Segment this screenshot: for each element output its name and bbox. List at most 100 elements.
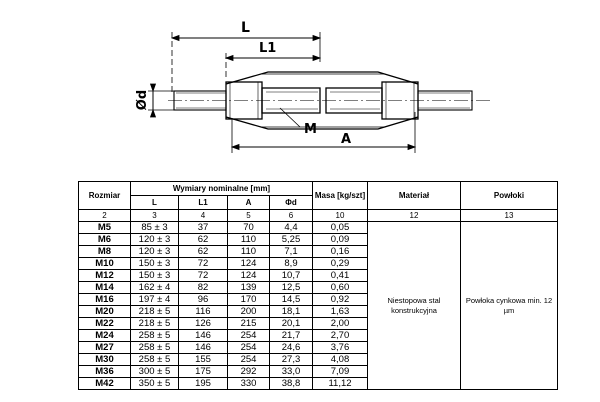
column-number: 12 — [367, 209, 461, 222]
value-cell: 70 — [227, 221, 270, 234]
value-cell: 292 — [227, 365, 270, 378]
spec-table: Rozmiar Wymiary nominalne [mm] Masa [kg/… — [78, 181, 558, 390]
header-d: Φd — [269, 195, 313, 210]
value-cell: 139 — [227, 281, 270, 294]
value-cell: 21,7 — [269, 329, 313, 342]
dimension-diameter — [148, 83, 176, 118]
header-l: L — [130, 195, 179, 210]
value-cell: 4,08 — [312, 353, 368, 366]
label-diameter: Ød — [135, 90, 150, 110]
value-cell: 254 — [227, 341, 270, 354]
value-cell: 0,05 — [312, 221, 368, 234]
value-cell: 254 — [227, 353, 270, 366]
value-cell: 82 — [178, 281, 228, 294]
value-cell: 162 ± 4 — [130, 281, 179, 294]
value-cell: 5,25 — [269, 233, 313, 246]
value-cell: 8,9 — [269, 257, 313, 270]
size-cell: M24 — [78, 329, 131, 342]
size-cell: M6 — [78, 233, 131, 246]
value-cell: 170 — [227, 293, 270, 306]
column-number: 4 — [178, 209, 228, 222]
value-cell: 116 — [178, 305, 228, 318]
value-cell: 258 ± 5 — [130, 341, 179, 354]
value-cell: 62 — [178, 233, 228, 246]
value-cell: 258 ± 5 — [130, 329, 179, 342]
size-cell: M16 — [78, 293, 131, 306]
value-cell: 0,41 — [312, 269, 368, 282]
label-l: L — [241, 20, 250, 36]
value-cell: 215 — [227, 317, 270, 330]
value-cell: 0,09 — [312, 233, 368, 246]
value-cell: 72 — [178, 257, 228, 270]
value-cell: 10,7 — [269, 269, 313, 282]
value-cell: 197 ± 4 — [130, 293, 179, 306]
header-l1: L1 — [178, 195, 228, 210]
value-cell: 300 ± 5 — [130, 365, 179, 378]
coating-cell: Powłoka cynkowa min. 12 µm — [460, 221, 558, 390]
value-cell: 155 — [178, 353, 228, 366]
dimension-l — [170, 32, 322, 93]
size-cell: M42 — [78, 377, 131, 390]
column-number: 3 — [130, 209, 179, 222]
value-cell: 85 ± 3 — [130, 221, 179, 234]
value-cell: 12,5 — [269, 281, 313, 294]
value-cell: 33,0 — [269, 365, 313, 378]
material-cell: Niestopowa stal konstrukcyjna — [367, 221, 461, 390]
column-number: 10 — [312, 209, 368, 222]
turnbuckle-body — [225, 71, 419, 130]
value-cell: 0,60 — [312, 281, 368, 294]
value-cell: 7,09 — [312, 365, 368, 378]
dimension-a — [230, 112, 417, 153]
header-wymiary: Wymiary nominalne [mm] — [130, 181, 313, 196]
value-cell: 120 ± 3 — [130, 245, 179, 258]
value-cell: 27,3 — [269, 353, 313, 366]
value-cell: 0,16 — [312, 245, 368, 258]
size-cell: M27 — [78, 341, 131, 354]
size-cell: M36 — [78, 365, 131, 378]
value-cell: 200 — [227, 305, 270, 318]
value-cell: 4,4 — [269, 221, 313, 234]
value-cell: 2,70 — [312, 329, 368, 342]
header-material: Materiał — [367, 181, 461, 210]
column-number-row: 2 3 4 5 6 10 12 13 — [78, 209, 558, 222]
column-number: 13 — [460, 209, 558, 222]
size-cell: M20 — [78, 305, 131, 318]
column-number: 2 — [78, 209, 131, 222]
value-cell: 38,8 — [269, 377, 313, 390]
value-cell: 0,92 — [312, 293, 368, 306]
value-cell: 0,29 — [312, 257, 368, 270]
label-m: M — [304, 122, 317, 137]
value-cell: 3,76 — [312, 341, 368, 354]
value-cell: 124 — [227, 257, 270, 270]
value-cell: 11,12 — [312, 377, 368, 390]
size-cell: M12 — [78, 269, 131, 282]
value-cell: 24,6 — [269, 341, 313, 354]
size-cell: M14 — [78, 281, 131, 294]
value-cell: 37 — [178, 221, 228, 234]
size-cell: M8 — [78, 245, 131, 258]
value-cell: 330 — [227, 377, 270, 390]
size-cell: M30 — [78, 353, 131, 366]
header-a: A — [227, 195, 270, 210]
value-cell: 150 ± 3 — [130, 269, 179, 282]
value-cell: 110 — [227, 245, 270, 258]
size-cell: M10 — [78, 257, 131, 270]
value-cell: 110 — [227, 233, 270, 246]
value-cell: 258 ± 5 — [130, 353, 179, 366]
value-cell: 175 — [178, 365, 228, 378]
value-cell: 350 ± 5 — [130, 377, 179, 390]
value-cell: 254 — [227, 329, 270, 342]
value-cell: 218 ± 5 — [130, 305, 179, 318]
value-cell: 18,1 — [269, 305, 313, 318]
value-cell: 120 ± 3 — [130, 233, 179, 246]
value-cell: 126 — [178, 317, 228, 330]
value-cell: 72 — [178, 269, 228, 282]
value-cell: 20,1 — [269, 317, 313, 330]
